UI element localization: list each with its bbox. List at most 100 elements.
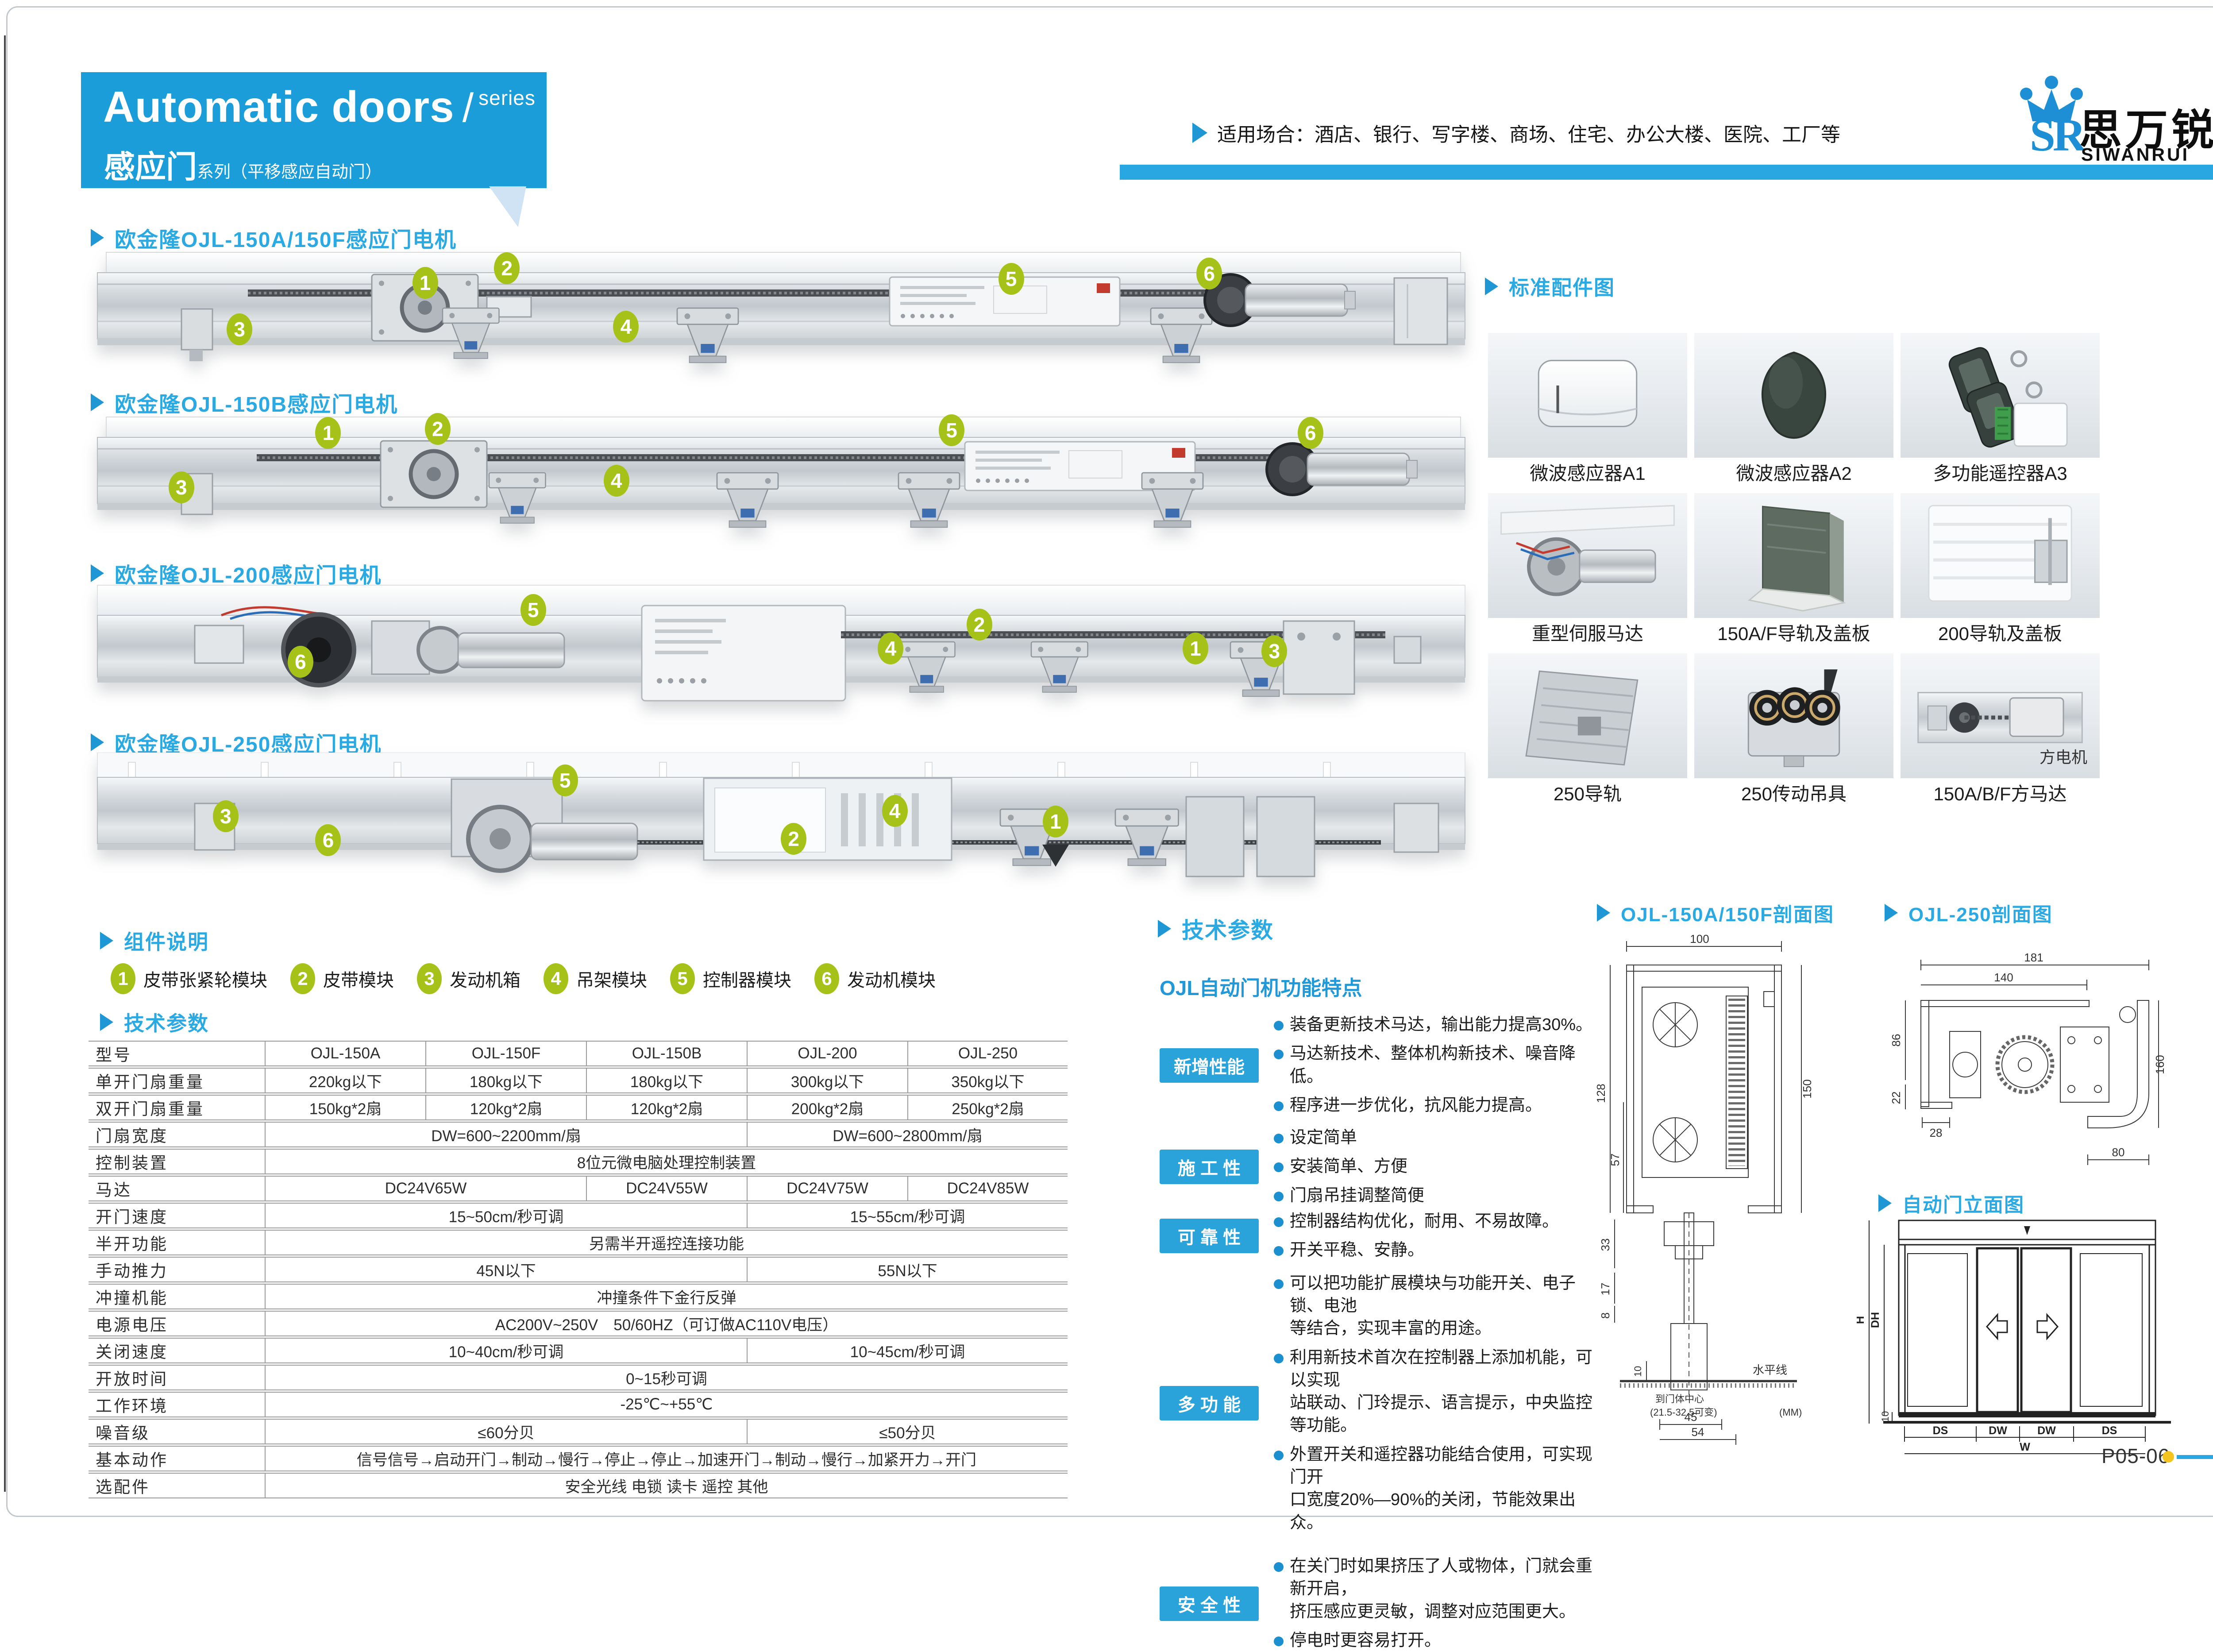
accessory-photo-sensor-a1 bbox=[1488, 333, 1687, 458]
spec-row-label: 开放时间 bbox=[89, 1365, 265, 1390]
part-marker-3: 3 bbox=[227, 313, 253, 345]
feature-bullet-text: 控制器结构优化，耐用、不易故障。 bbox=[1290, 1212, 1559, 1231]
accessory-photo-rail-250 bbox=[1488, 653, 1687, 778]
feature-bullet: 控制器结构优化，耐用、不易故障。 bbox=[1274, 1210, 1559, 1233]
legend-title-text: 组件说明 bbox=[124, 930, 209, 953]
spec-cell: 45N以下 bbox=[265, 1257, 747, 1282]
features-title-text: 技术参数 bbox=[1182, 918, 1274, 943]
dim-label: W bbox=[2020, 1441, 2030, 1453]
diagram-150-cross-section: 100 128 57 150 33 17 8 10 水平线 到门体中心 (21.… bbox=[1593, 930, 1824, 1447]
legend-title: 组件说明 bbox=[100, 926, 209, 955]
page-left-edge bbox=[4, 35, 6, 1492]
dim-label: 33 bbox=[1599, 1239, 1612, 1251]
spec-cell: -25℃~+55℃ bbox=[265, 1392, 1068, 1417]
accessory-photo-rail-150af bbox=[1694, 493, 1893, 618]
feature-bullet: 设定简单 bbox=[1274, 1127, 1424, 1149]
accessory-label: 微波感应器A2 bbox=[1736, 463, 1852, 484]
dim-label: 80 bbox=[2112, 1146, 2125, 1159]
feature-badge: 多 功 能 bbox=[1160, 1386, 1259, 1420]
legend-number: 3 bbox=[417, 963, 442, 994]
accessory-label: 150A/F导轨及盖板 bbox=[1717, 623, 1870, 644]
spec-row-label: 噪音级 bbox=[89, 1419, 265, 1444]
feature-bullet-text: 利用新技术首次在控制器上添加机能，可以实现 站联动、门玲提示、语言提示，中央监控… bbox=[1290, 1348, 1593, 1435]
part-marker-5: 5 bbox=[552, 764, 578, 796]
spec-row-label: 冲撞机能 bbox=[89, 1284, 265, 1309]
title-cn-sub: 系列（平移感应自动门） bbox=[197, 163, 382, 181]
accessory-item: 微波感应器A1 bbox=[1488, 333, 1687, 486]
feature-bullet: 门扇吊挂调整简便 bbox=[1274, 1185, 1424, 1207]
spec-cell: 10~45cm/秒可调 bbox=[747, 1338, 1068, 1363]
feature-group: 新增性能装备更新技术马达，输出能力提高30%。马达新技术、整体机构新技术、噪音降… bbox=[1160, 1014, 1602, 1117]
corner-fold bbox=[489, 186, 526, 227]
dim-label: 10 bbox=[1880, 1411, 1891, 1422]
features-title: 技术参数 bbox=[1158, 913, 1274, 945]
accessory-photo-rail-200 bbox=[1901, 493, 2100, 618]
arrow-icon bbox=[91, 733, 104, 751]
title-slash: / bbox=[462, 85, 474, 131]
arrow-icon bbox=[91, 564, 104, 582]
arrow-icon bbox=[1192, 123, 1207, 143]
spec-title-text: 技术参数 bbox=[124, 1012, 209, 1035]
dim-label: 140 bbox=[1994, 971, 2013, 984]
section-title-text: 欧金隆OJL-150A/150F感应门电机 bbox=[115, 228, 457, 252]
spec-cell: OJL-200 bbox=[747, 1041, 907, 1066]
spec-row-label: 电源电压 bbox=[89, 1311, 265, 1336]
features-panel: OJL自动门机功能特点 新增性能装备更新技术马达，输出能力提高30%。马达新技术… bbox=[1160, 972, 1602, 1652]
dim-label: 17 bbox=[1599, 1283, 1612, 1296]
spec-row-label: 单开门扇重量 bbox=[89, 1068, 265, 1093]
part-marker-3: 3 bbox=[212, 800, 239, 832]
spec-row-label: 半开功能 bbox=[89, 1230, 265, 1255]
elevation-title-text: 自动门立面图 bbox=[1902, 1194, 2024, 1216]
accessory-item: 多功能遥控器A3 bbox=[1901, 333, 2100, 486]
spec-cell: DW=600~2800mm/扇 bbox=[747, 1122, 1068, 1147]
spec-row-label: 门扇宽度 bbox=[89, 1122, 265, 1147]
feature-bullet: 外置开关和遥控器功能结合使用，可实现门开 口宽度20%—90%的关闭，节能效果出… bbox=[1274, 1444, 1602, 1534]
page-number: P05-06 bbox=[2101, 1444, 2170, 1467]
section-title-ojl150af: 欧金隆OJL-150A/150F感应门电机 bbox=[91, 222, 457, 253]
arrow-icon bbox=[1878, 1194, 1892, 1212]
header-band bbox=[1120, 165, 2213, 180]
accessory-item: 重型伺服马达 bbox=[1488, 493, 1687, 646]
feature-group: 施 工 性设定简单安装简单、方便门扇吊挂调整简便 bbox=[1160, 1127, 1602, 1207]
accessory-photo-sensor-a2 bbox=[1694, 333, 1893, 458]
dim-label: 160 bbox=[2153, 1055, 2167, 1074]
spec-cell: ≤60分贝 bbox=[265, 1419, 747, 1444]
legend-number: 5 bbox=[670, 963, 695, 994]
part-marker-2: 2 bbox=[424, 413, 451, 445]
center-label: 到门体中心 bbox=[1655, 1393, 1704, 1405]
accessory-label: 150A/B/F方马达 bbox=[1933, 783, 2067, 804]
spec-cell: 10~40cm/秒可调 bbox=[265, 1338, 747, 1363]
spec-row-label: 关闭速度 bbox=[89, 1338, 265, 1363]
dim-label: 22 bbox=[1889, 1092, 1903, 1104]
feature-bullet-text: 外置开关和遥控器功能结合使用，可实现门开 口宽度20%—90%的关闭，节能效果出… bbox=[1290, 1445, 1593, 1532]
spec-cell: DC24V55W bbox=[586, 1176, 747, 1201]
dim-label: 100 bbox=[1690, 932, 1709, 946]
feature-bullet-text: 门扇吊挂调整简便 bbox=[1290, 1186, 1425, 1205]
spec-cell: 180kg以下 bbox=[586, 1068, 747, 1093]
feature-bullet-text: 安装简单、方便 bbox=[1290, 1157, 1408, 1176]
spec-row: 半开功能另需半开遥控连接功能 bbox=[89, 1230, 1068, 1255]
dim-label: 45 bbox=[1685, 1410, 1697, 1424]
spec-cell: 180kg以下 bbox=[425, 1068, 586, 1093]
usage-text: 适用场合：酒店、银行、写字楼、商场、住宅、办公大楼、医院、工厂等 bbox=[1217, 124, 1840, 146]
spec-row-label: 开门速度 bbox=[89, 1203, 265, 1228]
accessory-photo-square-motor: 方电机 bbox=[1901, 653, 2100, 778]
spec-cell: AC200V~250V 50/60HZ（可订做AC110V电压） bbox=[265, 1311, 1068, 1336]
dim-label: 86 bbox=[1889, 1034, 1903, 1047]
accessories-title: 标准配件图 bbox=[1485, 272, 1615, 301]
part-marker-6: 6 bbox=[1297, 417, 1323, 449]
spec-cell: DW=600~2200mm/扇 bbox=[265, 1122, 747, 1147]
feature-bullets: 控制器结构优化，耐用、不易故障。开关平稳、安静。 bbox=[1274, 1210, 1559, 1262]
arrow-icon bbox=[1597, 904, 1610, 922]
